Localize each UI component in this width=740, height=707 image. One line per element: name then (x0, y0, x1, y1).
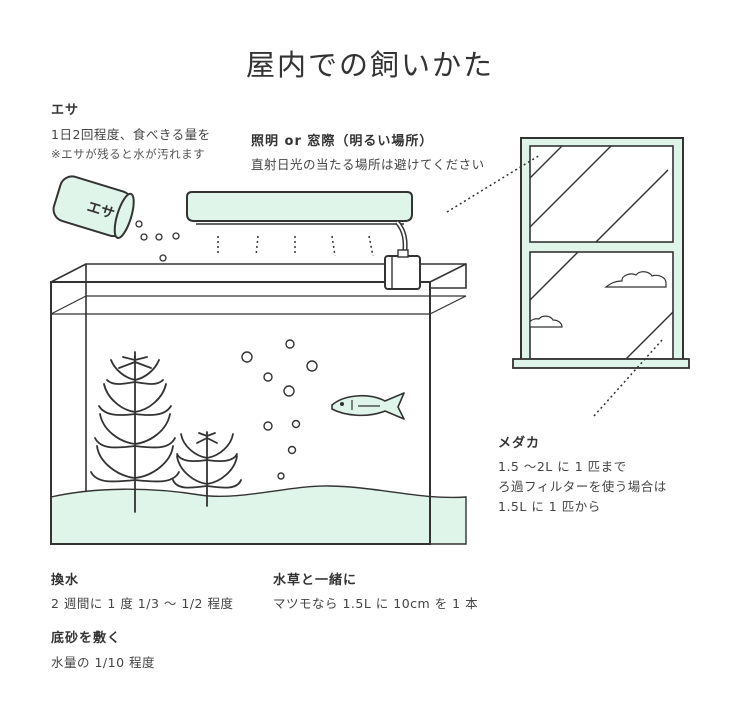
tank-front-glass (50, 281, 431, 545)
aquarium-tank (50, 263, 467, 517)
lighting-text: 直射日光の当たる場所は避けてください (251, 157, 485, 172)
feed-can-label: エサ (85, 199, 116, 222)
filter-icon (384, 249, 421, 290)
page-title: 屋内での飼いかた (245, 48, 494, 82)
feed-text: 1日2回程度、食べきる量を (51, 127, 211, 142)
medaka-text-1: 1.5 ～2L に 1 匹まで (498, 459, 627, 474)
feed-note: ※エサが残ると水が汚れます (51, 147, 206, 161)
water-change-heading: 換水 (51, 573, 80, 588)
window-illustration (512, 137, 690, 369)
window-pointer-line (593, 339, 663, 417)
water-plant-heading: 水草と一緒に (273, 573, 358, 588)
water-change-text: 2 週間に 1 度 1/3 ～ 1/2 程度 (51, 596, 234, 611)
sand-bed (50, 485, 467, 545)
medaka-fish-icon (331, 392, 405, 420)
water-plant-icon (90, 351, 242, 513)
lighting-heading: 照明 or 窓際（明るい場所） (251, 134, 434, 149)
medaka-text-3: 1.5L に 1 匹から (498, 499, 601, 514)
medaka-heading: メダカ (498, 436, 541, 451)
air-bubbles (241, 339, 318, 480)
lamp-illustration (186, 191, 413, 259)
medaka-text-2: ろ過フィルターを使う場合は (498, 479, 667, 494)
water-plant-text: マツモなら 1.5L に 10cm を 1 本 (273, 596, 479, 611)
feed-can-icon (52, 175, 135, 239)
sand-heading: 底砂を敷く (51, 631, 122, 646)
feed-heading: エサ (51, 103, 80, 118)
feed-pellets (135, 220, 180, 262)
sand-text: 水量の 1/10 程度 (51, 655, 156, 670)
lighting-pointer-line (446, 154, 541, 213)
